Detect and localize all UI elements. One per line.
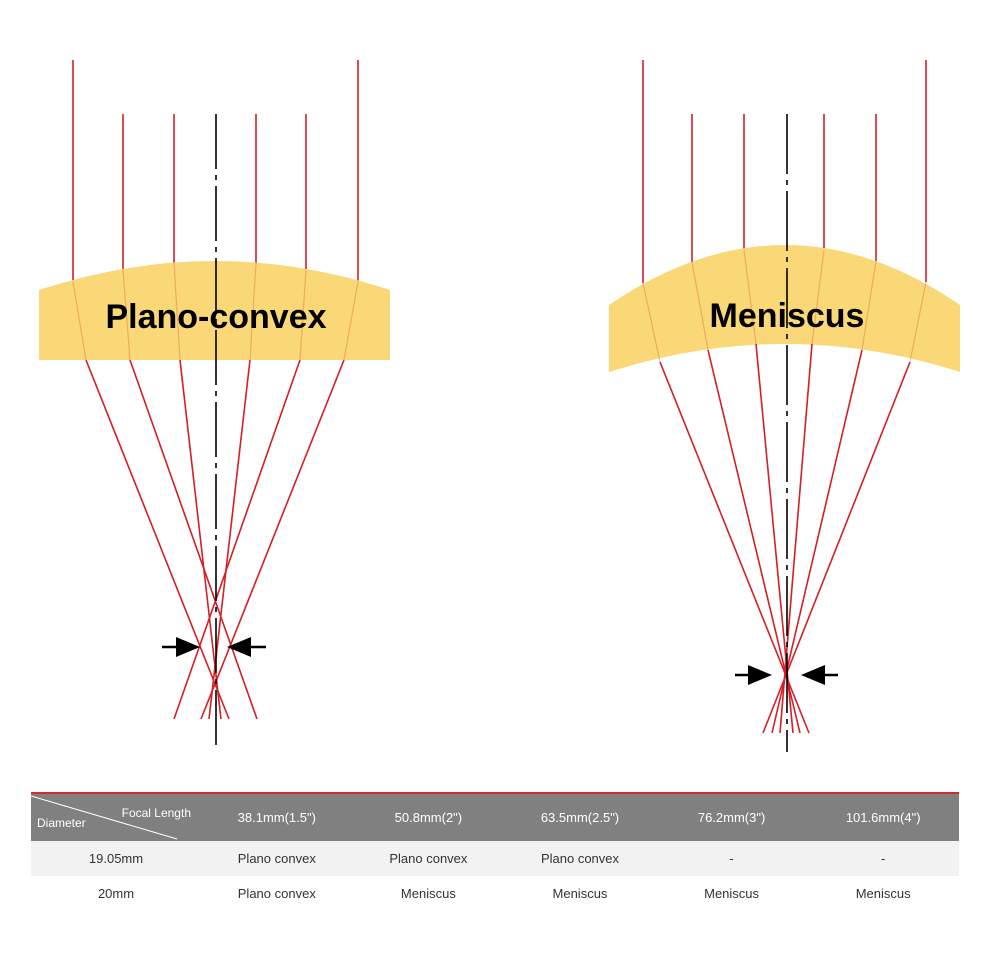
refracted-ray [200,359,345,720]
table-cell: Plano convex [237,851,316,866]
refracted-ray [85,359,230,720]
arrow-right-icon [748,665,772,685]
column-header: 76.2mm(3") [697,810,766,825]
lens-label-meniscus: Meniscus [710,297,865,335]
diagonal-divider [31,795,178,840]
refracted-ray [208,359,251,720]
refracted-ray [762,361,911,734]
table-cell: Plano convex [540,851,620,866]
refracted-ray [659,361,810,734]
table-cell: Meniscus [552,886,608,901]
refracted-ray [173,359,301,720]
table-cell: - [881,851,886,866]
lens-spec-table: Focal Length Diameter 38.1mm(1.5") 50.8m… [31,792,959,911]
column-header: 101.6mm(4") [845,810,921,825]
table-cell: - [729,851,734,866]
meniscus-focus-arrows [735,665,838,685]
meniscus-refracted-rays [659,343,911,734]
lens-comparison-diagram: Plano-convex [39,60,960,752]
table-header-row: Focal Length Diameter 38.1mm(1.5") 50.8m… [31,793,959,841]
arrow-left-icon [801,665,825,685]
table-cell: Plano convex [389,851,468,866]
plano-convex-incoming-rays [72,60,359,282]
table-cell: Plano convex [237,886,316,901]
table-cell: Meniscus [400,886,456,901]
diameter-cell: 20mm [97,886,135,901]
table-cell: Meniscus [704,886,760,901]
plano-convex-refracted-rays [85,359,345,720]
diameter-header-label: Diameter [37,816,86,830]
refracted-ray [179,359,222,720]
lens-label-plano-convex: Plano-convex [105,298,326,336]
meniscus-diagram: Meniscus [609,60,960,752]
table-corner-header: Focal Length Diameter [31,793,201,841]
plano-convex-diagram: Plano-convex [39,60,390,745]
table-cell: Meniscus [855,886,911,901]
arrow-left-icon [227,637,251,657]
diameter-cell: 19.05mm [88,851,144,866]
refracted-ray [129,359,258,720]
arrow-right-icon [176,637,200,657]
column-header: 38.1mm(1.5") [237,810,316,825]
refracted-ray [779,343,813,734]
plano-convex-focus-arrows [162,637,266,657]
focal-length-header-label: Focal Length [121,806,191,820]
column-header: 50.8mm(2") [394,810,463,825]
meniscus-lens [609,245,960,372]
column-header: 63.5mm(2.5") [540,810,620,825]
meniscus-incoming-rays [642,60,927,283]
plano-convex-lens [39,261,390,360]
table-row: 20mm Plano convex Meniscus Meniscus Meni… [31,876,959,911]
table-row: 19.05mm Plano convex Plano convex Plano … [31,841,959,876]
